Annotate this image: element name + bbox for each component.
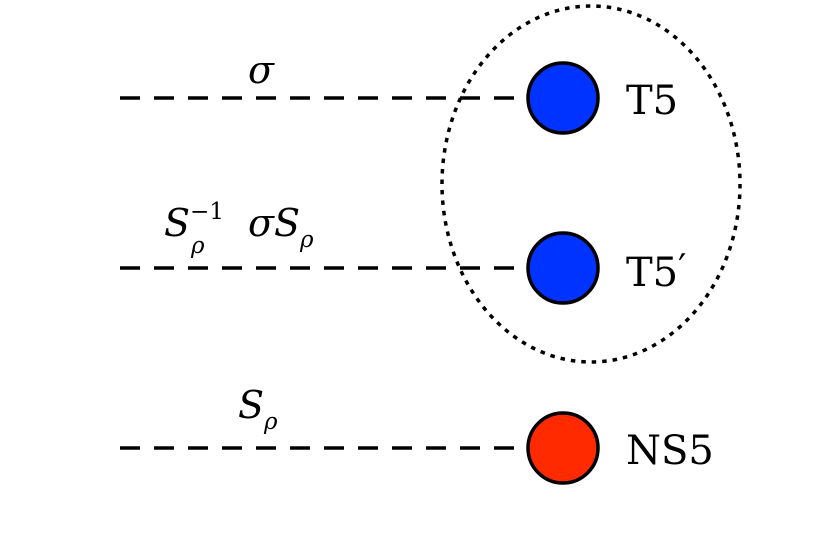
brane-label-t5-prime: T5′ [626, 248, 686, 296]
brane-circle-ns5 [526, 411, 600, 485]
label-sigma: σ [248, 48, 275, 92]
brane-label-t5: T5 [626, 78, 678, 124]
brane-circle-t5-prime [526, 231, 600, 305]
grouping-ellipse [440, 4, 742, 364]
label-s-rho: Sρ [238, 383, 278, 435]
brane-circle-t5 [526, 61, 600, 135]
brane-label-ns5: NS5 [626, 428, 714, 474]
